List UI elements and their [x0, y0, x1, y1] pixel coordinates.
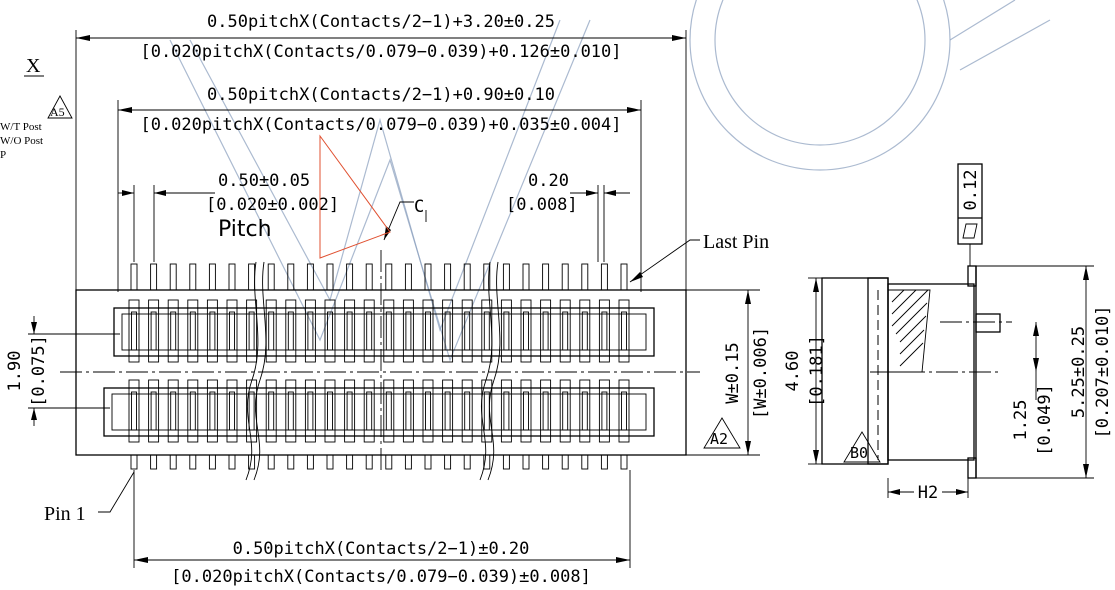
h2-label: H2 [918, 483, 938, 503]
svg-text:[0.075]: [0.075] [29, 335, 49, 407]
centerline-callout: C [319, 134, 427, 259]
left-dimension: 1.90 [0.075] [5, 316, 120, 426]
connector-front-view [60, 250, 700, 481]
pin-callouts: Last Pin Pin 1 [44, 231, 769, 525]
connector-side-view: H2 4.60 [0.181] B0 1.25 [0.049] 5.25±0.2… [783, 265, 1113, 503]
contact-pin [481, 263, 493, 470]
svg-text:5.25±0.25: 5.25±0.25 [1069, 326, 1089, 418]
svg-text:[0.020pitchX(Contacts/0.079−0.: [0.020pitchX(Contacts/0.079−0.039)±0.008… [171, 567, 591, 587]
svg-text:[0.181]: [0.181] [807, 335, 827, 407]
pitch-dimension: 0.50±0.05 [0.020±0.002] Pitch [118, 171, 339, 262]
contact-pin [579, 263, 591, 470]
contact-pin [618, 263, 630, 470]
pin-width-dimension: 0.20 [0.008] [506, 171, 630, 262]
contact-pin [383, 263, 395, 470]
highlight-callout [319, 134, 391, 259]
contact-pin [148, 263, 160, 470]
contact-pin [187, 263, 199, 470]
revision-triangle-icon [703, 417, 741, 449]
contact-pin [442, 263, 454, 470]
wo-post-note: W/O Post [0, 135, 43, 147]
contact-pin [402, 263, 414, 470]
contact-pin [500, 263, 512, 470]
watermark [169, 0, 1051, 362]
pitch-label: Pitch [218, 217, 272, 242]
revision-triangle-icon [47, 95, 73, 119]
svg-text:[0.020pitchX(Contacts/0.079−0.: [0.020pitchX(Contacts/0.079−0.039)+0.126… [140, 42, 621, 62]
svg-text:[0.020±0.002]: [0.020±0.002] [206, 195, 339, 215]
contact-pin [540, 263, 552, 470]
svg-text:4.60: 4.60 [783, 351, 803, 392]
contact-pin [128, 263, 140, 470]
overall-dimension: 0.50pitchX(Contacts/2−1)+3.20±0.25 [0.02… [75, 12, 687, 290]
contact-pin [265, 263, 277, 470]
svg-text:0.50pitchX(Contacts/2−1)±0.20: 0.50pitchX(Contacts/2−1)±0.20 [233, 539, 530, 559]
contact-pin [363, 263, 375, 470]
last-pin-label: Last Pin [703, 231, 769, 253]
svg-text:[0.020pitchX(Contacts/0.079−0.: [0.020pitchX(Contacts/0.079−0.039)+0.035… [140, 115, 621, 135]
svg-text:[0.207±0.010]: [0.207±0.010] [1093, 305, 1113, 438]
svg-text:0.50±0.05: 0.50±0.05 [218, 171, 310, 191]
svg-text:A2: A2 [710, 430, 728, 448]
contact-pin [285, 263, 297, 470]
flatness-icon [962, 223, 978, 239]
centerline-icon: C [414, 197, 424, 217]
contact-pin [206, 263, 218, 470]
contact-pin [520, 263, 532, 470]
contact-pin [598, 263, 610, 470]
contact-pin [226, 263, 238, 470]
contact-pin [559, 263, 571, 470]
contact-pin [324, 263, 336, 470]
hatching [891, 289, 929, 367]
contact-pin [461, 263, 473, 470]
svg-text:0.12: 0.12 [961, 170, 981, 211]
inner-dimension: 0.50pitchX(Contacts/2−1)+0.90±0.10 [0.02… [117, 85, 642, 292]
svg-text:0.50pitchX(Contacts/2−1)+0.90±: 0.50pitchX(Contacts/2−1)+0.90±0.10 [207, 85, 555, 105]
p-note: P [0, 149, 6, 161]
svg-text:A5: A5 [50, 105, 65, 119]
contact-pin [344, 263, 356, 470]
svg-text:B0: B0 [850, 444, 868, 462]
contact-pin [422, 263, 434, 470]
width-dimension: W±0.15 [W±0.006] A2 [686, 289, 771, 456]
svg-text:[0.049]: [0.049] [1035, 384, 1055, 456]
svg-text:0.50pitchX(Contacts/2−1)+3.20±: 0.50pitchX(Contacts/2−1)+3.20±0.25 [207, 12, 555, 32]
svg-text:1.25: 1.25 [1011, 400, 1031, 441]
contact-pin [304, 263, 316, 470]
contact-pins [128, 263, 630, 470]
revision-triangle-icon [843, 431, 881, 463]
svg-text:[0.008]: [0.008] [506, 195, 578, 215]
wt-post-note: W/T Post [0, 121, 42, 133]
view-letter: X [26, 55, 41, 77]
contact-pin [167, 263, 179, 470]
svg-text:1.90: 1.90 [5, 351, 25, 392]
svg-text:W±0.15: W±0.15 [723, 342, 743, 403]
bottom-dimension: 0.50pitchX(Contacts/2−1)±0.20 [0.020pitc… [133, 470, 631, 587]
top-left-notes: X A5 W/T Post W/O Post P [0, 55, 73, 161]
svg-text:[W±0.006]: [W±0.006] [751, 327, 771, 419]
flatness-tolerance-frame: 0.12 [957, 163, 983, 266]
pin1-label: Pin 1 [44, 503, 86, 525]
svg-text:0.20: 0.20 [528, 171, 569, 191]
